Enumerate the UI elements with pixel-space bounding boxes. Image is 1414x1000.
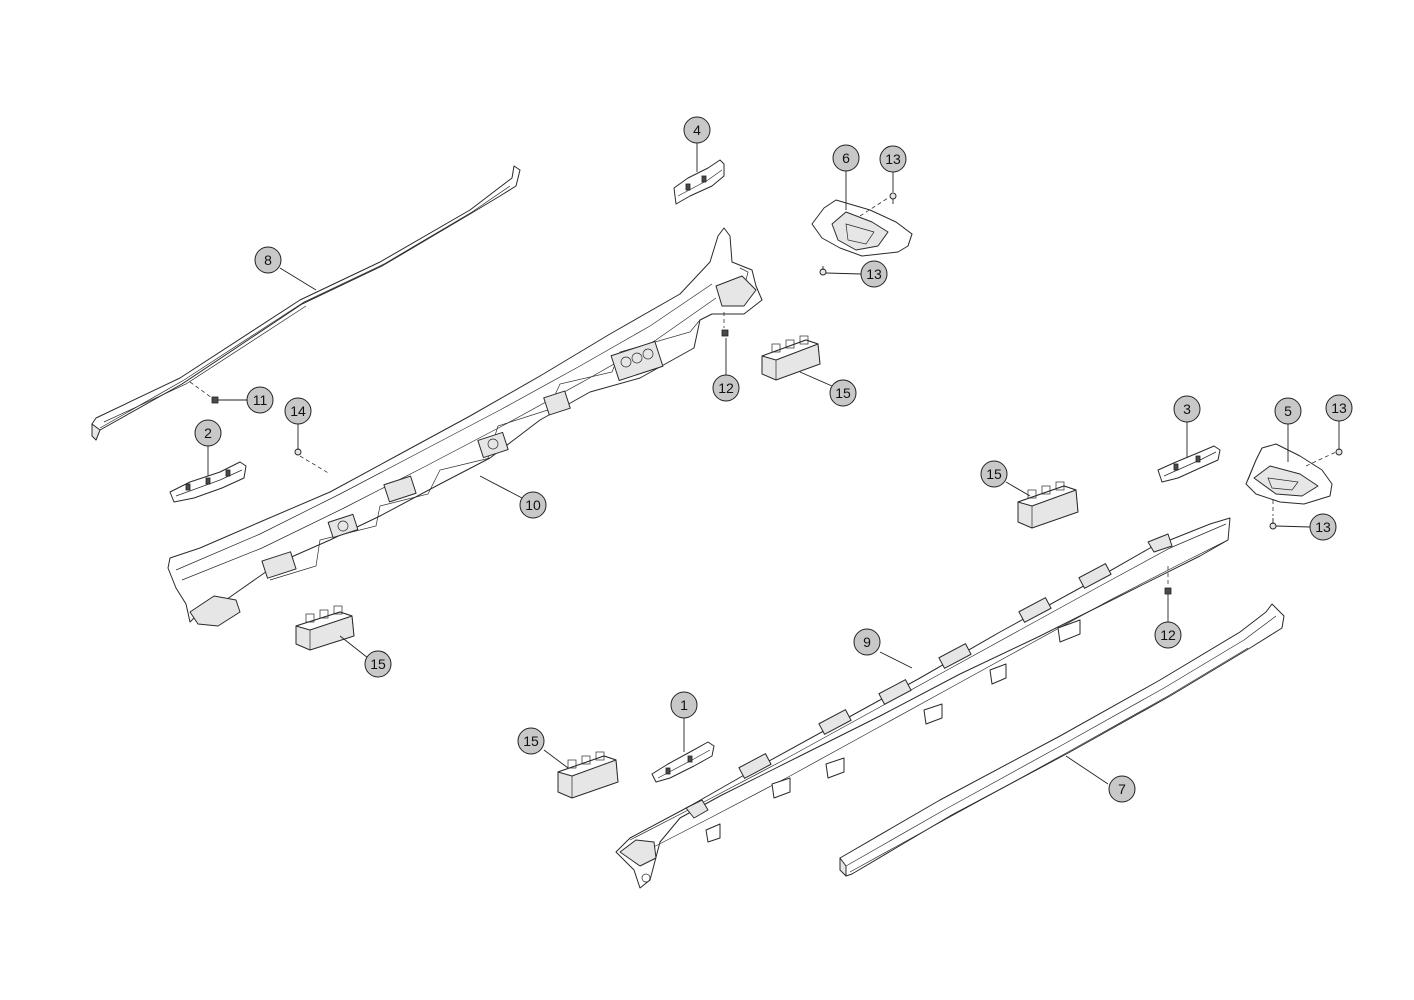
callout-13-top: 13 [879,145,907,173]
svg-text:15: 15 [523,733,539,749]
svg-text:12: 12 [1160,627,1176,643]
part-10-sill-panel [167,227,763,627]
svg-text:14: 14 [290,403,306,419]
part-15-clip-block-upper-right [761,335,821,381]
part-7-lower-trim-strip [839,603,1285,877]
part-15-clip-block-upper-left [295,605,355,651]
svg-text:8: 8 [264,252,272,268]
svg-text:10: 10 [525,497,541,513]
callout-15-lower-right: 15 [980,460,1008,488]
part-15-clip-block-lower-left [557,751,619,799]
svg-text:7: 7 [1118,781,1126,797]
svg-text:13: 13 [1331,400,1347,416]
part-6-end-cap [811,199,913,257]
svg-text:6: 6 [842,150,850,166]
fastener-screw-13-lower [819,266,827,276]
svg-text:13: 13 [885,151,901,167]
callout-15-upper-left: 15 [364,650,392,678]
callout-13-right-bottom: 13 [1309,513,1337,541]
fastener-clip-12-lower [1164,587,1172,595]
callout-14: 14 [284,397,312,425]
fastener-screw-13-right-lower [1269,518,1277,530]
svg-text:9: 9 [863,634,871,650]
svg-text:11: 11 [253,392,268,408]
svg-text:4: 4 [693,122,701,138]
callout-9: 9 [853,628,881,656]
callout-8: 8 [254,246,282,274]
svg-text:12: 12 [718,380,734,396]
callout-12-upper: 12 [712,374,740,402]
svg-text:15: 15 [835,385,851,401]
callout-13-right-top: 13 [1325,394,1353,422]
part-4-clip-bracket [673,159,725,205]
part-9-lower-sill-panel [615,517,1231,889]
callout-2: 2 [194,419,222,447]
callout-3: 3 [1173,395,1201,423]
fastener-clip-11 [211,396,219,404]
svg-text:15: 15 [986,466,1002,482]
part-15-clip-block-lower-right [1017,481,1079,529]
assembly-line-14 [299,455,331,475]
leader-lines [207,143,1340,785]
fastener-screw-13-upper [889,192,897,204]
callout-7: 7 [1108,775,1136,803]
svg-text:3: 3 [1183,401,1191,417]
part-8-trim-strip [91,165,521,441]
svg-text:13: 13 [866,266,882,282]
callout-10: 10 [519,491,547,519]
callout-15-upper-right: 15 [829,379,857,407]
callout-5: 5 [1274,397,1302,425]
svg-text:2: 2 [204,425,212,441]
callout-6: 6 [832,144,860,172]
callout-13-mid: 13 [860,260,888,288]
assembly-line-13-right [1305,451,1337,467]
svg-text:1: 1 [680,697,688,713]
assembly-line-11 [189,381,213,399]
svg-text:5: 5 [1284,403,1292,419]
callout-4: 4 [683,116,711,144]
callout-1: 1 [670,691,698,719]
fastener-screw-14 [294,444,302,456]
callout-15-lower-left: 15 [517,727,545,755]
part-1-clip-bracket [651,741,715,783]
assembly-line-13-upper [859,197,889,217]
part-3-clip-bracket [1157,445,1221,483]
callout-12-lower: 12 [1154,621,1182,649]
part-5-end-cap [1245,443,1333,505]
svg-text:15: 15 [370,656,386,672]
callout-11: 11 [246,386,274,414]
part-2-clip-bracket [169,461,247,503]
fastener-clip-12-upper [721,329,729,337]
svg-text:13: 13 [1315,519,1331,535]
